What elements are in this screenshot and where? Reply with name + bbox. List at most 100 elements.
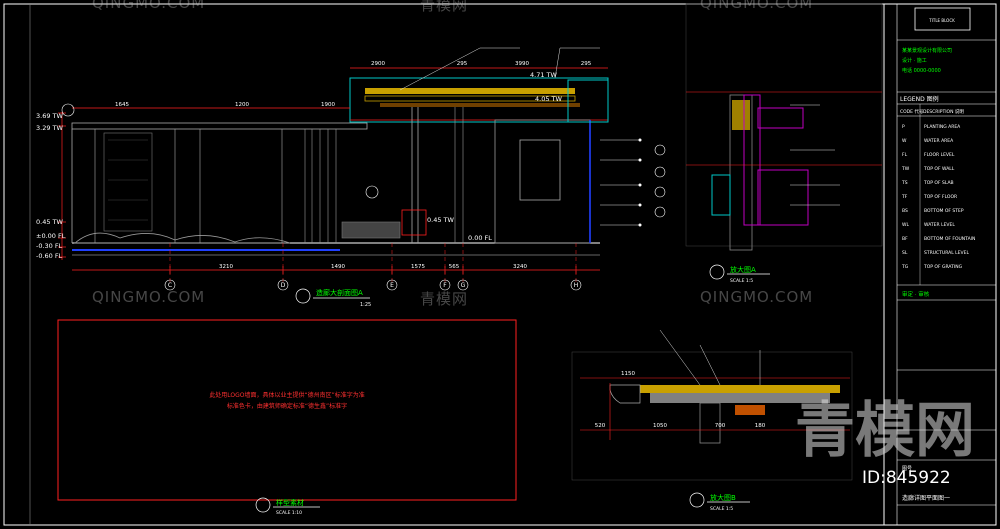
top-dim-text: 1645 — [115, 102, 129, 108]
bench-seat — [341, 221, 401, 239]
sample-title: 样型素材 — [276, 498, 304, 507]
roof-cladding — [364, 95, 576, 102]
detail-a-scale: SCALE 1:5 — [730, 278, 753, 284]
detail-a-marker — [709, 264, 725, 280]
elev-label: -0.30 FL — [36, 242, 63, 250]
bottom-dim-text: 1575 — [411, 264, 425, 270]
top-dim-text: 295 — [457, 61, 468, 67]
legend-code: BS — [902, 208, 908, 214]
top-dim-text: 1900 — [321, 102, 335, 108]
elev-label: 0.45 TW — [427, 216, 455, 224]
legend-description: TOP OF FLOOR — [923, 194, 957, 200]
drawing-no-label: 图号 — [902, 466, 912, 472]
grid-bubble — [457, 279, 469, 291]
legend-description: BOTTOM OF FOUNTAIN — [924, 236, 975, 242]
roof-cladding — [365, 88, 575, 94]
bench-block — [401, 209, 427, 236]
slat-columns — [304, 129, 337, 243]
legend-code: SL — [902, 250, 908, 256]
pergola-beam — [71, 122, 368, 130]
bottom-dim-text: 1490 — [331, 264, 345, 270]
detail-markers — [61, 103, 666, 218]
roof-beam — [380, 103, 580, 107]
legend-code: TW — [901, 166, 910, 172]
legend-description: TOP OF WALL — [923, 166, 955, 172]
legend-description: TOP OF SLAB — [923, 180, 954, 186]
sample-scale: SCALE 1:10 — [276, 510, 302, 516]
wall-opening — [519, 139, 561, 201]
elev-label: 0.00 FL — [468, 234, 492, 242]
detail-b-viewport — [571, 351, 853, 481]
watermark-site: QINGMO.COM — [700, 288, 814, 306]
detail-a-leaders — [790, 104, 840, 206]
grid-bubble — [277, 279, 289, 291]
sample-marker — [255, 497, 271, 513]
sample-note-line-2: 标准色卡，由建筑师确定标准“德生鑫”标准字 — [227, 402, 347, 410]
detail-a-title: 放大图A — [730, 265, 756, 274]
grid-bubble — [570, 279, 582, 291]
top-dim-text: 3990 — [515, 61, 529, 67]
leader-lines — [399, 47, 640, 226]
leader-dots — [638, 138, 642, 227]
grid-label-c: C — [168, 282, 172, 289]
elev-label: 4.05 TW — [535, 95, 563, 103]
top-dim-text: 295 — [581, 61, 592, 67]
watermark-brand: 青模网 — [420, 0, 469, 14]
top-dim-text: 2900 — [371, 61, 385, 67]
detail-callout-box — [567, 79, 609, 123]
detail-b-post — [699, 402, 721, 444]
detail-a-cap — [732, 100, 750, 130]
title-block-logo-box — [914, 7, 971, 31]
legend-code: TS — [901, 180, 908, 186]
detail-a — [685, 3, 883, 251]
legend-code: FL — [902, 152, 908, 158]
detail-b: 1150 520 1050 700 180 — [571, 329, 853, 481]
legend-description: WATER AREA — [924, 138, 954, 144]
legend-header-code: CODE 代号 — [900, 108, 924, 115]
grid-bubble — [164, 279, 176, 291]
detail-b-dim-text: 180 — [755, 423, 766, 429]
company-line: 电话 0000-0000 — [902, 67, 941, 74]
detail-b-leaders — [659, 329, 761, 386]
detail-b-slab — [640, 385, 840, 393]
grid-label-d: D — [281, 282, 286, 289]
watermark-site: QINGMO.COM — [700, 0, 814, 12]
grid-bubble — [439, 279, 451, 291]
legend-description: WATER LEVEL — [924, 222, 955, 228]
grid-label-e: E — [390, 282, 394, 289]
bottom-dim-text: 3210 — [219, 264, 233, 270]
legend-description: TOP OF GRATING — [923, 264, 963, 270]
title-block — [883, 4, 996, 525]
legend-code: BF — [902, 236, 908, 242]
sample-note-line-1: 此处用LOGO墙面，具体以业主提供“德州南区”标准字为准 — [209, 391, 364, 399]
watermark-big-brand: 青模网 — [795, 396, 975, 466]
detail-a-post — [729, 94, 753, 251]
sheet-title: 造廊详图平面图一 — [902, 494, 950, 502]
detail-a-cyan — [711, 174, 731, 216]
watermark-site: QINGMO.COM — [92, 288, 206, 306]
elev-label: 0.45 TW — [36, 218, 64, 226]
detail-b-dim-text: 1050 — [653, 423, 667, 429]
grid-bubble — [386, 279, 398, 291]
detail-b-edge — [609, 384, 641, 404]
screen-panel — [103, 132, 153, 232]
detail-b-scale: SCALE 1:5 — [710, 506, 733, 512]
legend-code: WL — [902, 222, 909, 228]
legend-description: PLANTING AREA — [924, 124, 961, 130]
detail-b-title: 放大图B — [710, 493, 736, 502]
detail-b-marker — [689, 492, 705, 508]
legend-description: STRUCTURAL LEVEL — [924, 250, 969, 256]
company-line: 设计 · 施工 — [902, 57, 927, 64]
drawing-frame — [3, 3, 997, 526]
legend-code: P — [902, 124, 905, 130]
detail-a-bracket — [757, 107, 804, 129]
elev-label: 3.69 TW — [36, 112, 64, 120]
detail-a-bracket — [757, 169, 809, 226]
legend-header-desc: DESCRIPTION 说明 — [923, 108, 964, 115]
watermark-site: QINGMO.COM — [92, 0, 206, 12]
legend-code: TF — [901, 194, 908, 200]
grid-label-g: G — [461, 282, 466, 289]
detail-b-structure — [650, 393, 830, 403]
